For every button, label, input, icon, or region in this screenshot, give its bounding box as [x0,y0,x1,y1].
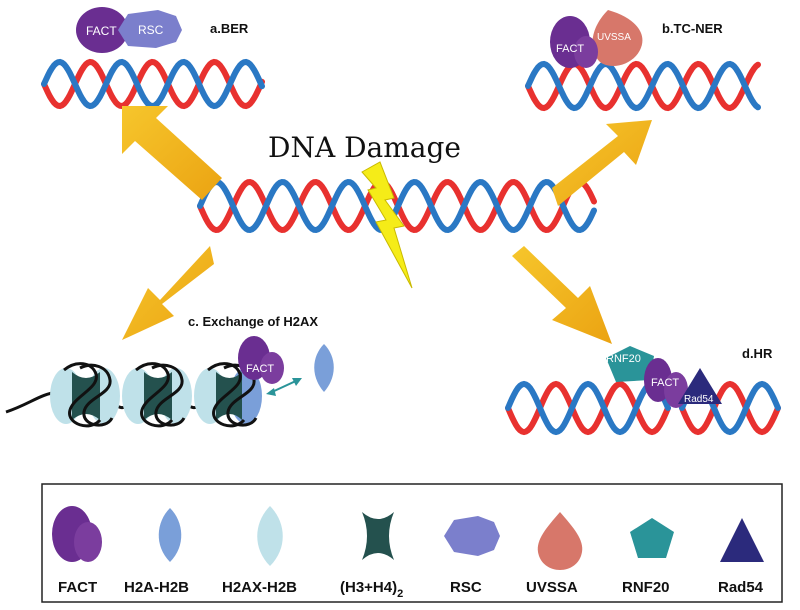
hr-rad54-label: Rad54 [684,394,714,405]
helix-hr-left-red-strand [505,380,671,436]
tcner-dna-helix [525,60,761,112]
helix-ber-blue-strand [41,58,265,110]
hr-rnf20-label: RNF20 [606,353,641,365]
nucleosome-1 [50,362,120,428]
hr-label: d.HR [742,346,773,361]
hr-fact-label: FACT [651,377,679,389]
helix-tcner-red-strand [525,60,761,112]
central-dna-helix [197,178,597,234]
arrow-to-ber [122,106,222,200]
hr-rad54-protein [678,368,722,404]
legend-label-fact: FACT [58,579,97,596]
legend: FACT H2A-H2B H2AX-H2B (H3+H4)2 RSC UVSSA… [52,506,764,600]
legend-uvssa-icon [537,512,583,570]
helix-hr-right-red-strand [679,380,781,436]
arrow-to-tcner [552,120,652,206]
helix-hr-left-blue-strand [505,380,671,436]
helix-ber-red-strand [41,58,265,110]
tcner-uvssa-label: UVSSA [597,32,631,43]
hr-rnf20-protein [606,346,654,382]
nucleosome-3 [194,362,262,428]
tcner-fact-label: FACT [556,43,584,55]
chromatin-fiber [5,362,262,428]
legend-fact-icon [52,506,102,562]
ber-label: a.BER [210,21,249,36]
exchange-double-arrow [266,378,302,396]
arrow-to-h2ax [122,246,214,340]
legend-label-rnf20: RNF20 [622,579,670,596]
legend-rnf20-icon [630,518,674,558]
legend-label-h2ax-h2b: H2AX-H2B [222,579,297,596]
tcner-uvssa-protein [592,10,643,66]
nucleosome-2 [122,362,192,428]
legend-h2ax-h2b-icon [257,506,283,566]
legend-label-rad54: Rad54 [718,579,764,596]
legend-label-uvssa: UVSSA [526,579,578,596]
ber-fact-protein [76,7,128,53]
legend-label-h2a-h2b: H2A-H2B [124,579,189,596]
lightning-bolt-icon [361,161,413,289]
legend-h2a-h2b-icon [158,508,182,562]
diagram-title: DNA Damage [268,131,461,164]
legend-label-h3h4: (H3+H4)2 [340,579,403,600]
tcner-label: b.TC-NER [662,21,723,36]
h2ax-fact-label: FACT [246,363,274,375]
arrow-to-hr [512,246,612,344]
hr-dna-helix-left [505,380,671,436]
h2ax-fact-protein-lobe [260,352,284,384]
helix-center-blue-strand [197,178,597,234]
legend-rad54-icon [720,518,764,562]
ber-rsc-protein [118,10,182,48]
helix-tcner-blue-strand [525,60,761,112]
ber-rsc-label: RSC [138,23,164,37]
legend-label-rsc: RSC [450,579,482,596]
legend-rsc-icon [444,516,500,556]
legend-h3h4-icon [362,512,394,560]
ber-dna-helix [41,58,265,110]
ber-fact-label: FACT [86,24,117,38]
released-h2a-h2b [314,344,334,392]
h2ax-label: c. Exchange of H2AX [188,314,318,329]
tcner-fact-protein-lobe [574,36,598,68]
